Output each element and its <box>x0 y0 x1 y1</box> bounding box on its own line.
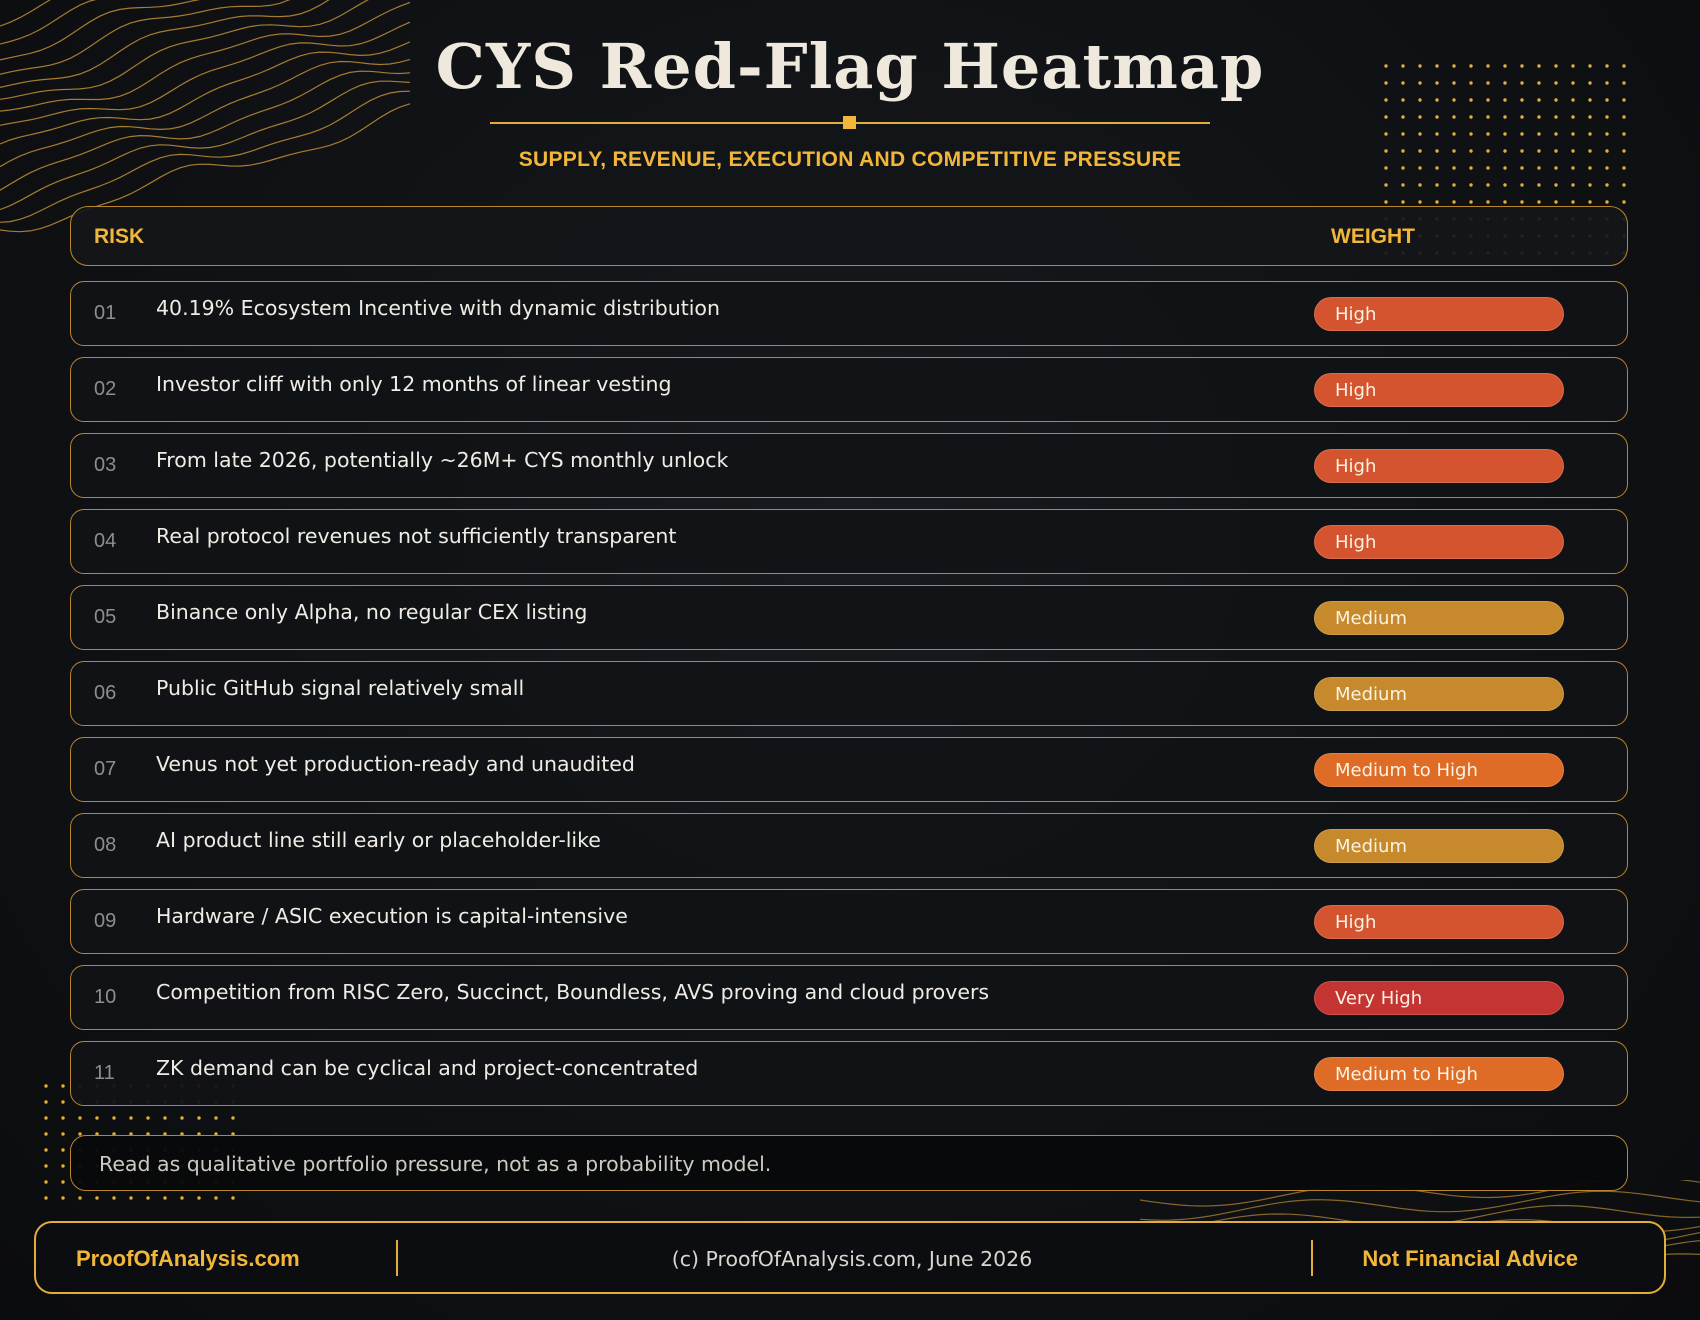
table-row: 07 Venus not yet production-ready and una… <box>70 737 1628 802</box>
footer-disclaimer: Not Financial Advice <box>1362 1246 1578 1271</box>
table-row: 08 AI product line still early or placeho… <box>70 813 1628 878</box>
page-subtitle: SUPPLY, REVENUE, EXECUTION AND COMPETITI… <box>518 148 1182 171</box>
weight-badge: High <box>1314 905 1564 939</box>
risk-description: AI product line still early or placehold… <box>156 828 601 852</box>
risk-description: Public GitHub signal relatively small <box>156 676 525 700</box>
row-number: 01 <box>94 302 117 324</box>
row-number: 06 <box>94 682 117 704</box>
footer-divider <box>396 1240 398 1276</box>
row-number: 11 <box>94 1062 115 1084</box>
footnote-box: Read as qualitative portfolio pressure, … <box>70 1135 1628 1191</box>
weight-badge: Medium <box>1314 601 1564 635</box>
footer-copyright: (c) ProofOfAnalysis.com, June 2026 <box>671 1247 1033 1271</box>
footer-divider <box>1311 1240 1313 1276</box>
table-header: RISK WEIGHT <box>70 206 1628 266</box>
page-title: CYS Red-Flag Heatmap <box>435 30 1265 103</box>
weight-badge: High <box>1314 449 1564 483</box>
table-row: 09 Hardware / ASIC execution is capital-i… <box>70 889 1628 954</box>
row-number: 03 <box>94 454 117 476</box>
risk-description: Investor cliff with only 12 months of li… <box>156 372 672 396</box>
column-header-weight: WEIGHT <box>1331 225 1415 248</box>
risk-description: ZK demand can be cyclical and project-co… <box>156 1056 699 1080</box>
risk-table-body: 01 40.19% Ecosystem Incentive with dynami… <box>70 281 1628 1117</box>
row-number: 09 <box>94 910 117 932</box>
row-number: 10 <box>94 986 117 1008</box>
table-row: 02 Investor cliff with only 12 months of … <box>70 357 1628 422</box>
risk-description: Binance only Alpha, no regular CEX listi… <box>156 600 588 624</box>
title-underline-marker <box>843 116 856 129</box>
footnote-text: Read as qualitative portfolio pressure, … <box>99 1152 772 1176</box>
table-row: 04 Real protocol revenues not sufficientl… <box>70 509 1628 574</box>
risk-description: Real protocol revenues not sufficiently … <box>156 524 677 548</box>
weight-badge: High <box>1314 525 1564 559</box>
row-number: 08 <box>94 834 117 856</box>
footer-site-name: ProofOfAnalysis.com <box>76 1246 300 1271</box>
footer-bar: ProofOfAnalysis.com (c) ProofOfAnalysis.… <box>34 1221 1666 1294</box>
weight-badge: Medium <box>1314 829 1564 863</box>
table-row: 01 40.19% Ecosystem Incentive with dynami… <box>70 281 1628 346</box>
weight-badge: Medium to High <box>1314 753 1564 787</box>
weight-badge: Medium <box>1314 677 1564 711</box>
column-header-risk: RISK <box>94 225 145 248</box>
risk-description: 40.19% Ecosystem Incentive with dynamic … <box>156 296 720 320</box>
table-row: 05 Binance only Alpha, no regular CEX lis… <box>70 585 1628 650</box>
row-number: 05 <box>94 606 117 628</box>
table-row: 06 Public GitHub signal relatively small M… <box>70 661 1628 726</box>
risk-description: Competition from RISC Zero, Succinct, Bo… <box>156 980 990 1004</box>
row-number: 04 <box>94 530 117 552</box>
table-row: 11 ZK demand can be cyclical and project-… <box>70 1041 1628 1106</box>
table-row: 10 Competition from RISC Zero, Succinct, … <box>70 965 1628 1030</box>
risk-description: Hardware / ASIC execution is capital-int… <box>156 904 628 928</box>
weight-badge: Medium to High <box>1314 1057 1564 1091</box>
row-number: 07 <box>94 758 117 780</box>
row-number: 02 <box>94 378 117 400</box>
table-row: 03 From late 2026, potentially ~26M+ CYS … <box>70 433 1628 498</box>
risk-description: From late 2026, potentially ~26M+ CYS mo… <box>156 448 729 472</box>
weight-badge: Very High <box>1314 981 1564 1015</box>
weight-badge: High <box>1314 373 1564 407</box>
weight-badge: High <box>1314 297 1564 331</box>
risk-description: Venus not yet production-ready and unaud… <box>156 752 635 776</box>
